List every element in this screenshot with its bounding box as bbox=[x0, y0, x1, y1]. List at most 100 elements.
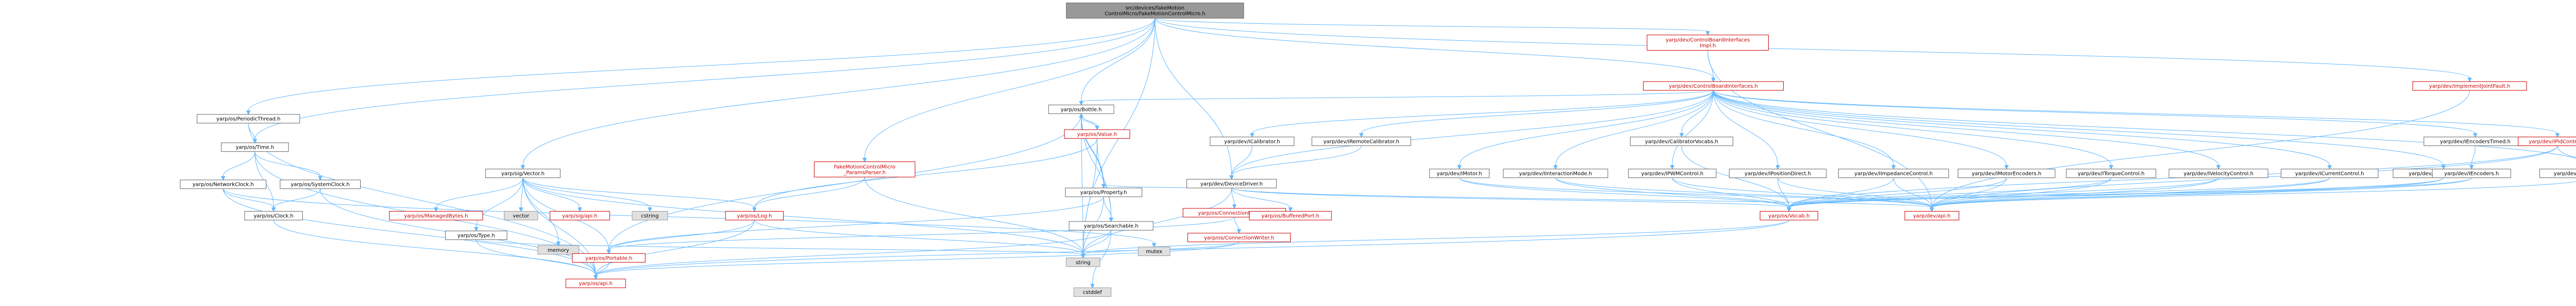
node-label: yarp/os/Bottle.h bbox=[1061, 107, 1102, 112]
edge-ipidcontrol-to-controlboardpid bbox=[2557, 146, 2576, 158]
node-box bbox=[280, 180, 361, 189]
node-connectionwriter[interactable]: yarp/os/ConnectionWriter.h bbox=[1187, 233, 1291, 243]
node-iencoders[interactable]: yarp/dev/IEncoders.h bbox=[2432, 169, 2511, 179]
node-label: yarp/dev/IMotorEncoders.h bbox=[1972, 171, 2041, 177]
node-box bbox=[1647, 35, 1769, 51]
node-log[interactable]: yarp/os/Log.h bbox=[725, 211, 784, 220]
edge-root-to-bottle bbox=[1079, 18, 1156, 106]
node-ipidcontrol[interactable]: yarp/dev/IPidControl.h bbox=[2518, 136, 2576, 146]
edge-cbi_impl-to-dev_api bbox=[1707, 50, 1935, 212]
node-box bbox=[565, 279, 626, 288]
node-label: yarp/dev/ControlBoardInterfaces bbox=[1666, 38, 1750, 43]
node-type[interactable]: yarp/os/Type.h bbox=[445, 231, 507, 240]
node-label: yarp/os/SystemClock.h bbox=[291, 182, 350, 188]
node-clock[interactable]: yarp/os/Clock.h bbox=[244, 211, 303, 220]
node-label: yarp/dev/IInteractionMode.h bbox=[1519, 171, 1592, 177]
node-iremotecalibrator[interactable]: yarp/dev/IRemoteCalibrator.h bbox=[1311, 136, 1411, 146]
node-imotorencoders[interactable]: yarp/dev/IMotorEncoders.h bbox=[1957, 169, 2056, 179]
node-box bbox=[1064, 129, 1130, 139]
node-ipwmcontrol[interactable]: yarp/dev/IPWMControl.h bbox=[1628, 169, 1717, 179]
node-ipositiondirect[interactable]: yarp/dev/IPositionDirect.h bbox=[1728, 169, 1827, 179]
node-label: yarp/dev/CalibratorVocabs.h bbox=[1645, 139, 1718, 144]
edge-periodicthread-to-time bbox=[248, 123, 258, 143]
node-icalibrator[interactable]: yarp/dev/ICalibrator.h bbox=[1210, 136, 1295, 146]
edge-root-to-implementjointfault bbox=[1155, 18, 2472, 83]
node-box bbox=[572, 253, 646, 263]
node-label: yarp/os/Time.h bbox=[235, 145, 274, 151]
node-label: mutex bbox=[1146, 249, 1162, 255]
edge-devicedriver-to-vocab bbox=[1231, 187, 1791, 212]
node-bufferedport[interactable]: yarp/os/BufferedPort.h bbox=[1249, 211, 1332, 220]
node-managedbytes[interactable]: yarp/os/ManagedBytes.h bbox=[389, 211, 483, 220]
node-os_api[interactable]: yarp/os/api.h bbox=[565, 279, 626, 288]
node-paramsparser[interactable]: FakeMotionControlMicro_ParamsParser.h bbox=[814, 161, 916, 178]
node-bottle[interactable]: yarp/os/Bottle.h bbox=[1048, 104, 1114, 114]
edge-periodicthread-to-os_api bbox=[248, 123, 598, 280]
edge-cbi-to-iencoderstimed bbox=[1713, 90, 2478, 138]
node-box bbox=[2066, 169, 2157, 179]
node-cbi[interactable]: yarp/dev/ControlBoardInterfaces.h bbox=[1643, 81, 1784, 91]
node-icurrentcontrol[interactable]: yarp/dev/ICurrentControl.h bbox=[2281, 169, 2379, 179]
node-icalibratorvocabs[interactable]: yarp/dev/CalibratorVocabs.h bbox=[1630, 136, 1734, 146]
edge-cbi-to-iinteractionmode bbox=[1553, 90, 1714, 170]
node-box bbox=[1957, 169, 2056, 179]
node-controlboardpid[interactable]: yarp/dev/ControlBoardPid.h bbox=[2539, 169, 2576, 179]
node-itorquecontrol[interactable]: yarp/dev/ITorqueControl.h bbox=[2066, 169, 2157, 179]
node-value[interactable]: yarp/os/Value.h bbox=[1064, 129, 1130, 139]
node-label: cstddef bbox=[1083, 290, 1102, 296]
node-label: yarp/os/BufferedPort.h bbox=[1261, 213, 1319, 219]
node-label: yarp/sig/api.h bbox=[562, 213, 597, 219]
node-label: yarp/os/Clock.h bbox=[253, 213, 293, 219]
node-label: yarp/os/Portable.h bbox=[585, 255, 632, 261]
node-box bbox=[1628, 169, 1717, 179]
node-box bbox=[221, 142, 289, 152]
node-label: yarp/dev/IMotor.h bbox=[1437, 171, 1482, 177]
node-label: vector bbox=[513, 213, 530, 219]
node-label: yarp/os/NetworkClock.h bbox=[193, 182, 254, 188]
node-property[interactable]: yarp/os/Property.h bbox=[1065, 187, 1142, 197]
node-vocab[interactable]: yarp/os/Vocab.h bbox=[1759, 211, 1819, 220]
node-ivelocitycontrol[interactable]: yarp/dev/IVelocityControl.h bbox=[2168, 169, 2268, 179]
node-box bbox=[485, 169, 561, 179]
node-string: string bbox=[1066, 257, 1100, 267]
node-imotor[interactable]: yarp/dev/IMotor.h bbox=[1429, 169, 1490, 179]
node-label: yarp/os/Property.h bbox=[1080, 190, 1127, 196]
node-vector[interactable]: yarp/sig/Vector.h bbox=[485, 169, 561, 179]
node-box bbox=[1311, 136, 1411, 146]
edge-property-to-bottle bbox=[1079, 113, 1104, 188]
node-mutex: mutex bbox=[1138, 247, 1171, 256]
node-dev_api[interactable]: yarp/dev/api.h bbox=[1904, 211, 1959, 220]
node-time[interactable]: yarp/os/Time.h bbox=[221, 142, 289, 152]
node-label: yarp/os/Log.h bbox=[737, 213, 772, 219]
node-label: yarp/dev/ControlBoardPid.h bbox=[2554, 171, 2576, 177]
node-searchable[interactable]: yarp/os/Searchable.h bbox=[1069, 221, 1154, 231]
edge-networkclock-to-mutex bbox=[223, 188, 1157, 248]
node-iimpedancecontrol[interactable]: yarp/dev/IImpedanceControl.h bbox=[1838, 169, 1949, 179]
dependency-edges bbox=[221, 18, 2576, 288]
node-networkclock[interactable]: yarp/os/NetworkClock.h bbox=[180, 180, 267, 189]
node-yarpsig_api[interactable]: yarp/sig/api.h bbox=[549, 211, 610, 220]
edge-cbi-to-ivelocitycontrol bbox=[1713, 90, 2221, 170]
node-cstddef: cstddef bbox=[1073, 287, 1112, 297]
node-portable[interactable]: yarp/os/Portable.h bbox=[572, 253, 646, 263]
edge-root-to-time bbox=[252, 18, 1156, 143]
node-box bbox=[504, 211, 538, 220]
edge-vector-to-memory bbox=[522, 178, 561, 246]
node-devicedriver[interactable]: yarp/dev/DeviceDriver.h bbox=[1186, 179, 1277, 188]
node-label: yarp/os/Searchable.h bbox=[1084, 223, 1139, 229]
node-iinteractionmode[interactable]: yarp/dev/IInteractionMode.h bbox=[1503, 169, 1608, 179]
edge-vector-to-yarpsig_api bbox=[522, 178, 582, 212]
node-systemclock[interactable]: yarp/os/SystemClock.h bbox=[280, 180, 361, 189]
node-implementjointfault[interactable]: yarp/dev/ImplementJointFault.h bbox=[2412, 81, 2527, 91]
edge-cbi-to-ipositiondirect bbox=[1713, 90, 1780, 170]
edge-cbi-to-devicedriver bbox=[1229, 90, 1714, 180]
node-periodicthread[interactable]: yarp/os/PeriodicThread.h bbox=[196, 114, 300, 124]
edge-vector-to-managedbytes bbox=[434, 178, 523, 212]
node-iencoderstimed[interactable]: yarp/dev/IEncodersTimed.h bbox=[2424, 136, 2527, 146]
node-box bbox=[1503, 169, 1608, 179]
edge-ipwmcontrol-to-vocab bbox=[1672, 178, 1791, 212]
node-label: yarp/dev/IVelocityControl.h bbox=[2183, 171, 2253, 177]
edge-devicedriver-to-bufferedport bbox=[1231, 188, 1293, 212]
node-label: yarp/dev/IEncodersTimed.h bbox=[2440, 139, 2511, 144]
